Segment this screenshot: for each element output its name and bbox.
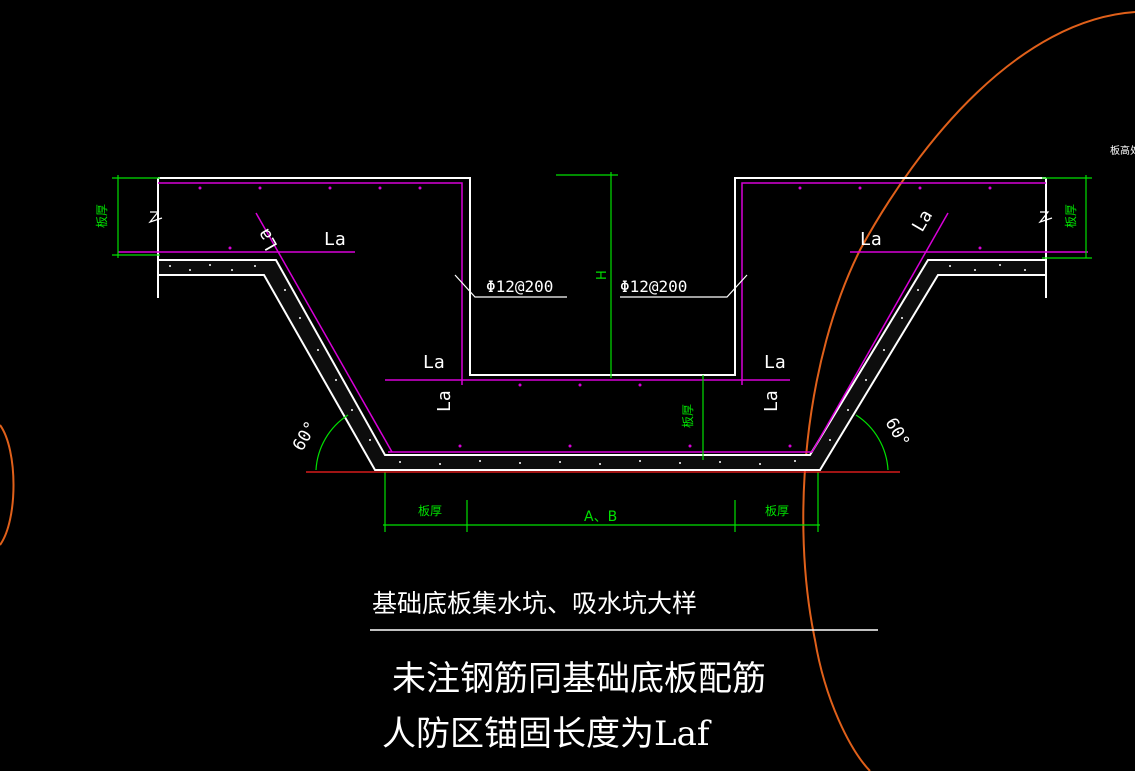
width-dim-label-right: 板厚 [765, 504, 789, 518]
anchorage-label-left-top: La [324, 229, 346, 250]
orange-arc-right [802, 11, 1135, 771]
width-dim-label-center: A、B [584, 509, 617, 525]
anchorage-label-right-top: La [860, 229, 882, 250]
anchorage-label-left-vertical: La [434, 390, 455, 412]
pit-depth-label: H [595, 270, 610, 280]
anchorage-label-left-bottom: La [423, 352, 445, 373]
dimension-lines [112, 172, 1092, 532]
angle-label-right: 60° [881, 415, 914, 452]
detail-title: 基础底板集水坑、吸水坑大样 [372, 589, 697, 618]
rebar-lines [118, 182, 1088, 453]
pit-outline [157, 177, 1047, 376]
angle-label-left: 60° [289, 418, 322, 455]
slab-thickness-label-right: 板厚 [1064, 204, 1078, 228]
rebar-spec-label-right: Φ12@200 [620, 277, 687, 296]
anchorage-label-right-bottom: La [764, 352, 786, 373]
break-symbols [148, 211, 1053, 224]
elevation-note-label: 板高处 [1110, 144, 1135, 157]
rebar-dots [198, 186, 992, 448]
anchorage-label-right-vertical: La [761, 390, 782, 412]
concrete-hatch [169, 264, 1026, 465]
spec-leaders [454, 274, 748, 298]
note-line-2: 人防区锚固长度为Laf [382, 714, 712, 754]
width-dim-label-left: 板厚 [418, 504, 442, 518]
anchorage-label-left-slope: La [253, 225, 282, 254]
rebar-spec-label-left: Φ12@200 [486, 277, 553, 296]
anchorage-label-right-slope: La [908, 206, 937, 235]
slab-thickness-label-left: 板厚 [95, 204, 109, 228]
note-line-1: 未注钢筋同基础底板配筋 [392, 659, 766, 699]
bottom-thickness-label: 板厚 [681, 404, 695, 428]
orange-arc-left [0, 424, 15, 546]
